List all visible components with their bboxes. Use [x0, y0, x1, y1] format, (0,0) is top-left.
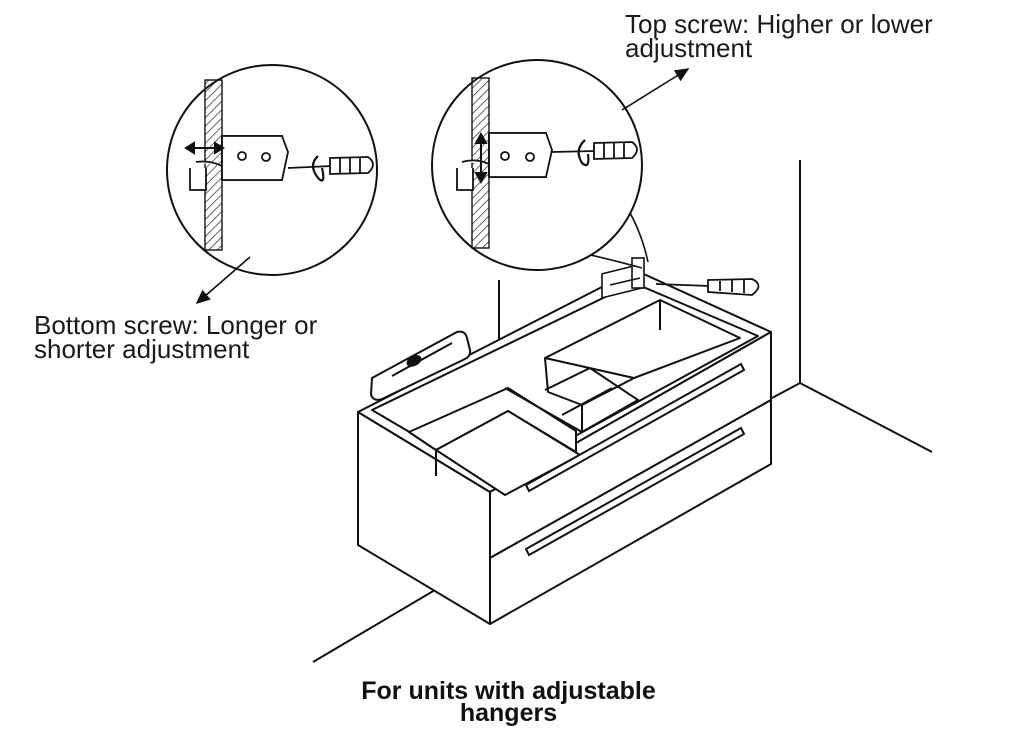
diagram-caption: For units with adjustable hangers [0, 677, 1017, 727]
bottom-screw-annotation: Bottom screw: Longer or shorter adjustme… [34, 310, 318, 364]
hanger-bracket-icon [601, 257, 645, 299]
caption-line2: hangers [459, 699, 558, 727]
room-lines [312, 160, 933, 663]
drawer-handles [524, 362, 746, 557]
top-screw-annotation: Top screw: Higher or lower adjustment [625, 9, 933, 63]
bottom-screw-annotation-line2: shorter adjustment [34, 334, 250, 364]
top-screw-annotation-line2: adjustment [625, 33, 753, 63]
rotation-arrow-icon [311, 155, 325, 182]
screwdriver-icon [551, 141, 638, 160]
screwdriver-icon [287, 156, 374, 175]
top-screw-detail [431, 59, 643, 271]
double-arrow-icon [184, 141, 225, 155]
spirit-level-icon [369, 330, 472, 401]
top-screw-annotation-line1: Top screw: Higher or lower [625, 9, 933, 39]
rotation-arrow-icon [577, 139, 590, 167]
label-leaders [195, 68, 690, 305]
screwdriver-icon [655, 278, 760, 296]
double-arrow-icon [474, 131, 488, 185]
bottom-screw-detail [166, 64, 378, 276]
caption-line1: For units with adjustable [361, 677, 656, 705]
bottom-screw-annotation-line1: Bottom screw: Longer or [34, 310, 318, 340]
